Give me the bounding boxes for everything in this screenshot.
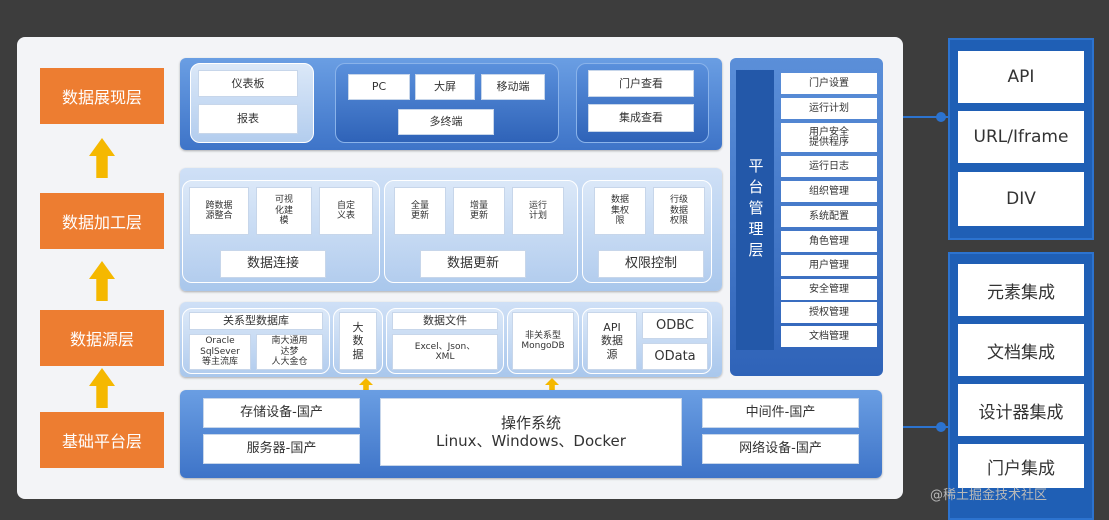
url-iframe-integration: URL/Iframe (958, 111, 1084, 163)
layer-processing: 数据加工层 (40, 193, 164, 249)
custom-table-box: 自定 义表 (319, 187, 373, 235)
mgmt-user: 用户管理 (781, 255, 877, 276)
bigdata-box: 大 数 据 (339, 312, 377, 370)
file-formats: Excel、Json、 XML (392, 334, 498, 370)
relational-mainstream: Oracle SqlSever 等主流库 (189, 334, 251, 370)
mgmt-system-config: 系统配置 (781, 206, 877, 227)
layer-display: 数据展现层 (40, 68, 164, 124)
watermark: @稀土掘金技术社区 (930, 488, 1048, 503)
mgmt-document: 文档管理 (781, 326, 877, 347)
pc-box: PC (348, 74, 410, 100)
connector-top (903, 116, 948, 118)
mgmt-run-plan: 运行计划 (781, 98, 877, 119)
relational-domestic: 南大通用 达梦 人大金仓 (256, 334, 323, 370)
data-connect-label: 数据连接 (220, 250, 326, 278)
network-box: 网络设备-国产 (702, 434, 859, 464)
dataset-permission-box: 数据 集权 限 (594, 187, 646, 235)
mgmt-user-security: 用户安全 提供程序 (781, 123, 877, 152)
element-integration: 元素集成 (958, 264, 1084, 316)
nonrelational-box: 非关系型 MongoDB (512, 312, 574, 370)
management-title: 平台管理层 (736, 70, 774, 350)
dashboard-box: 仪表板 (198, 70, 298, 97)
layer-base: 基础平台层 (40, 412, 164, 468)
mgmt-authorization: 授权管理 (781, 302, 877, 323)
api-source-box: API 数据 源 (587, 312, 637, 370)
designer-integration: 设计器集成 (958, 384, 1084, 436)
report-box: 报表 (198, 104, 298, 134)
incremental-update-box: 增量 更新 (453, 187, 505, 235)
multiterminal-box: 多终端 (398, 109, 494, 135)
portal-integration: 门户集成 (958, 444, 1084, 488)
portal-view-box: 门户查看 (588, 70, 694, 97)
odata-box: OData (642, 343, 708, 370)
mgmt-portal-settings: 门户设置 (781, 73, 877, 94)
odbc-box: ODBC (642, 312, 708, 339)
connector-dot (936, 112, 946, 122)
mgmt-org: 组织管理 (781, 181, 877, 202)
mgmt-role: 角色管理 (781, 231, 877, 252)
server-box: 服务器-国产 (203, 434, 360, 464)
relational-title: 关系型数据库 (189, 312, 323, 330)
mobile-box: 移动端 (481, 74, 545, 100)
mgmt-security: 安全管理 (781, 279, 877, 300)
connector-dot (936, 422, 946, 432)
api-integration: API (958, 51, 1084, 103)
row-permission-box: 行级 数据 权限 (653, 187, 705, 235)
div-integration: DIV (958, 172, 1084, 226)
document-integration: 文档集成 (958, 324, 1084, 376)
full-update-box: 全量 更新 (394, 187, 446, 235)
cross-source-box: 跨数据 源整合 (189, 187, 249, 235)
bigscreen-box: 大屏 (415, 74, 475, 100)
file-title: 数据文件 (392, 312, 498, 330)
integrated-view-box: 集成查看 (588, 104, 694, 132)
layer-source: 数据源层 (40, 310, 164, 366)
middleware-box: 中间件-国产 (702, 398, 859, 428)
storage-box: 存储设备-国产 (203, 398, 360, 428)
visual-model-box: 可视 化建 模 (256, 187, 312, 235)
mgmt-run-log: 运行日志 (781, 156, 877, 177)
run-plan-box: 运行 计划 (512, 187, 564, 235)
data-update-label: 数据更新 (420, 250, 526, 278)
permission-control-label: 权限控制 (598, 250, 704, 278)
connector-bottom (903, 426, 948, 428)
os-box: 操作系统 Linux、Windows、Docker (380, 398, 682, 466)
